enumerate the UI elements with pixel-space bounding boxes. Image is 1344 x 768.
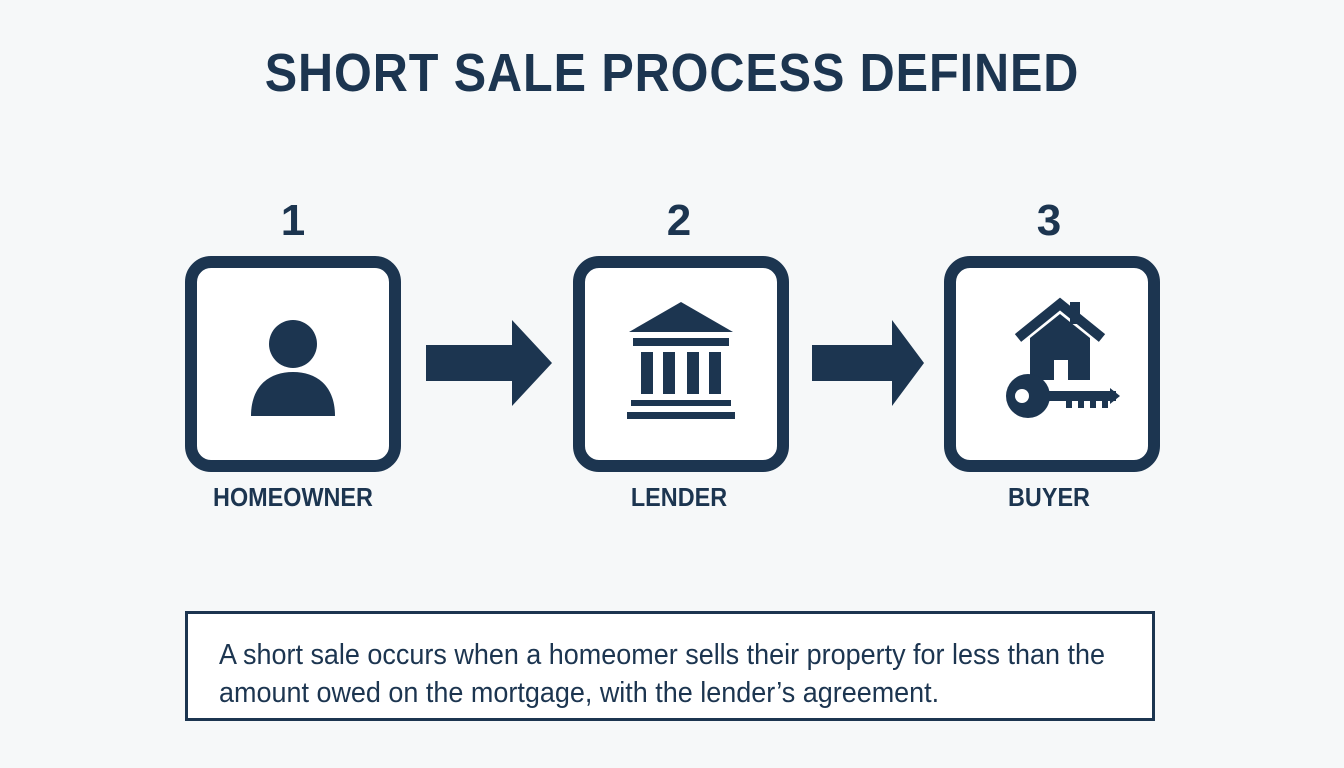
arrow-right-icon: [426, 320, 552, 406]
step-box-buyer: [944, 256, 1160, 472]
step-label-lender: LENDER: [630, 482, 728, 512]
step-box-lender: [573, 256, 789, 472]
step-label-homeowner: HOMEOWNER: [213, 482, 373, 512]
definition-box: A short sale occurs when a homeomer sell…: [185, 611, 1155, 721]
house-key-icon: [1006, 297, 1120, 418]
step-box-homeowner: [185, 256, 401, 472]
page-title: SHORT SALE PROCESS DEFINED: [264, 43, 1080, 103]
bank-icon: [627, 302, 735, 419]
step-number-3: 3: [1036, 196, 1062, 245]
arrow-right-icon: [812, 320, 924, 406]
step-label-buyer: BUYER: [1008, 482, 1090, 512]
step-number-1: 1: [280, 196, 306, 245]
person-icon: [251, 320, 335, 416]
definition-text: A short sale occurs when a homeomer sell…: [219, 639, 1105, 709]
step-number-2: 2: [666, 196, 692, 245]
